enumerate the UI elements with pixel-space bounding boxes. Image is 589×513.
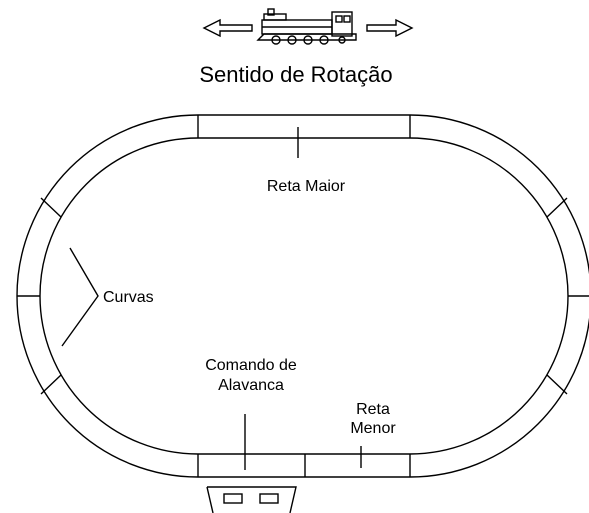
label-straight-minor-1: Reta — [356, 401, 390, 418]
pointer-lines — [61, 127, 362, 470]
label-lever-command-1: Comando de — [205, 357, 297, 374]
lever-control-box — [206, 486, 297, 513]
curve-joint — [546, 374, 568, 395]
track-oval — [16, 114, 589, 478]
rotation-title: Sentido de Rotação — [199, 62, 392, 87]
label-straight-minor-2: Menor — [350, 420, 396, 437]
arrow-left-icon — [202, 18, 253, 38]
curve-joint — [40, 374, 62, 395]
curve-joint — [40, 197, 62, 218]
pointer-curves — [61, 247, 99, 347]
arrow-right-icon — [366, 18, 414, 38]
lever-button — [223, 493, 243, 504]
label-curves: Curvas — [103, 289, 154, 306]
label-lever-command-2: Alavanca — [218, 377, 284, 394]
curve-joint — [546, 197, 568, 218]
lever-button — [259, 493, 279, 504]
label-straight-major: Reta Maior — [267, 178, 346, 195]
locomotive-icon — [256, 8, 357, 45]
rotation-header: Sentido de Rotação — [199, 8, 414, 87]
